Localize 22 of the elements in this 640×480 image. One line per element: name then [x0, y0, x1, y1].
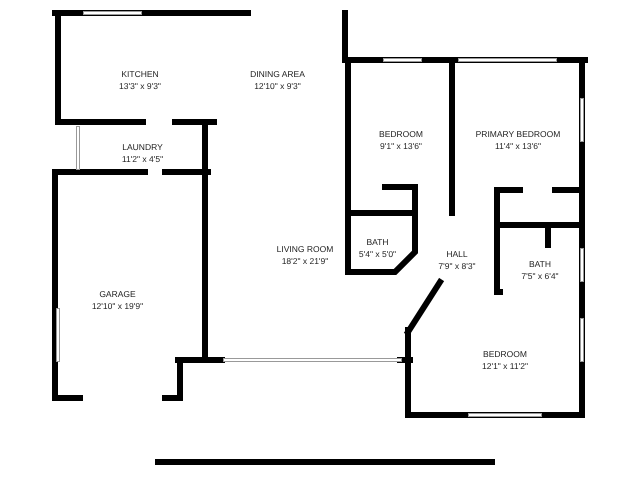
room-name: HALL — [446, 248, 468, 260]
room-name: DINING AREA — [250, 68, 305, 80]
room-name: LIVING ROOM — [276, 243, 334, 255]
room-dimensions: 7'9" x 8'3" — [438, 260, 476, 272]
room-dimensions: 7'5" x 6'4" — [521, 270, 559, 282]
room-name: BATH — [528, 258, 552, 270]
room-name: LAUNDRY — [122, 140, 163, 152]
room-dimensions: 13'3" x 9'3" — [119, 80, 161, 92]
room-name: PRIMARY BEDROOM — [476, 128, 560, 140]
room-dimensions: 9'1" x 13'6" — [380, 140, 422, 152]
room-name: GARAGE — [99, 288, 136, 300]
room-dimensions: 12'1" x 11'2" — [482, 360, 528, 372]
room-dimensions: 5'4" x 5'0" — [358, 248, 396, 260]
room-dimensions: 11'4" x 13'6" — [495, 140, 541, 152]
room-dimensions: 18'2" x 21'9" — [282, 255, 328, 267]
room-name: KITCHEN — [121, 68, 159, 80]
room-name: BEDROOM — [379, 128, 423, 140]
room-dimensions: 12'10" x 9'3" — [254, 80, 301, 92]
room-dimensions: 12'10" x 19'9" — [92, 300, 144, 312]
room-name: BATH — [366, 236, 389, 248]
room-name: BEDROOM — [483, 348, 527, 360]
room-dimensions: 11'2" x 4'5" — [122, 152, 164, 164]
